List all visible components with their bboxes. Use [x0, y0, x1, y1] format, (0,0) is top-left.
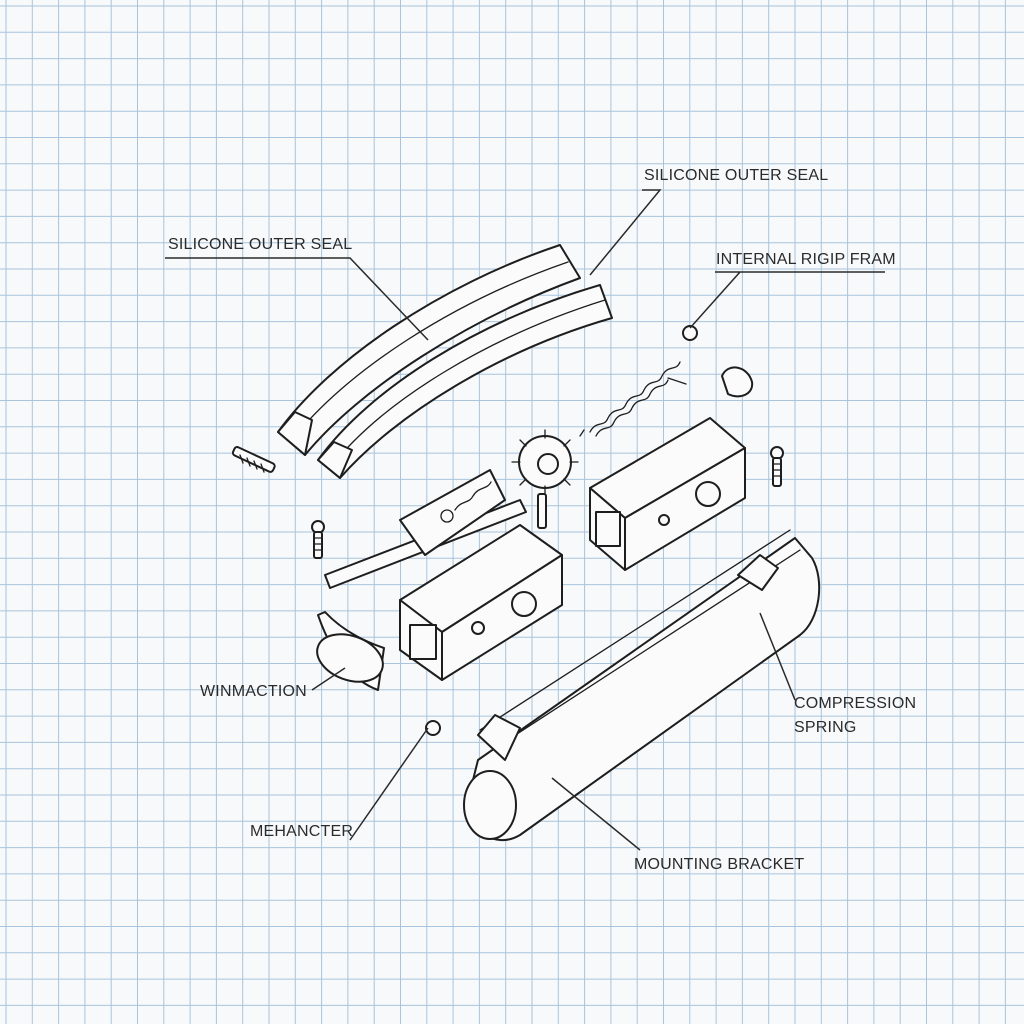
curved-clip-part	[316, 611, 385, 691]
label-mounting-bracket: MOUNTING BRACKET	[634, 856, 805, 873]
gear-part	[511, 429, 579, 529]
label-internal-rigid-frame: INTERNAL RIGIP FRAM	[716, 251, 896, 268]
label-silicone-outer-seal-left: SILICONE OUTER SEAL	[168, 236, 353, 253]
silicone-outer-seal-part	[277, 244, 613, 479]
label-silicone-outer-seal-right: SILICONE OUTER SEAL	[644, 167, 829, 184]
small-washer	[425, 325, 698, 736]
label-spring: SPRING	[794, 719, 857, 736]
label-mehancter: MEHANCTER	[250, 823, 354, 840]
screw-right-vertical	[770, 446, 784, 487]
label-winmaction: WINMACTION	[200, 683, 307, 700]
left-housing-block	[399, 524, 563, 681]
coil-spring-part	[579, 361, 687, 437]
right-housing-block	[589, 417, 746, 571]
end-cap	[721, 366, 754, 398]
screw-left-vertical	[311, 520, 325, 559]
actuator-rod-part	[324, 469, 527, 589]
label-compression: COMPRESSION	[794, 695, 917, 712]
mounting-bracket-part	[463, 529, 821, 841]
leader-lines	[165, 189, 885, 851]
screw-left-horizontal	[231, 446, 276, 473]
